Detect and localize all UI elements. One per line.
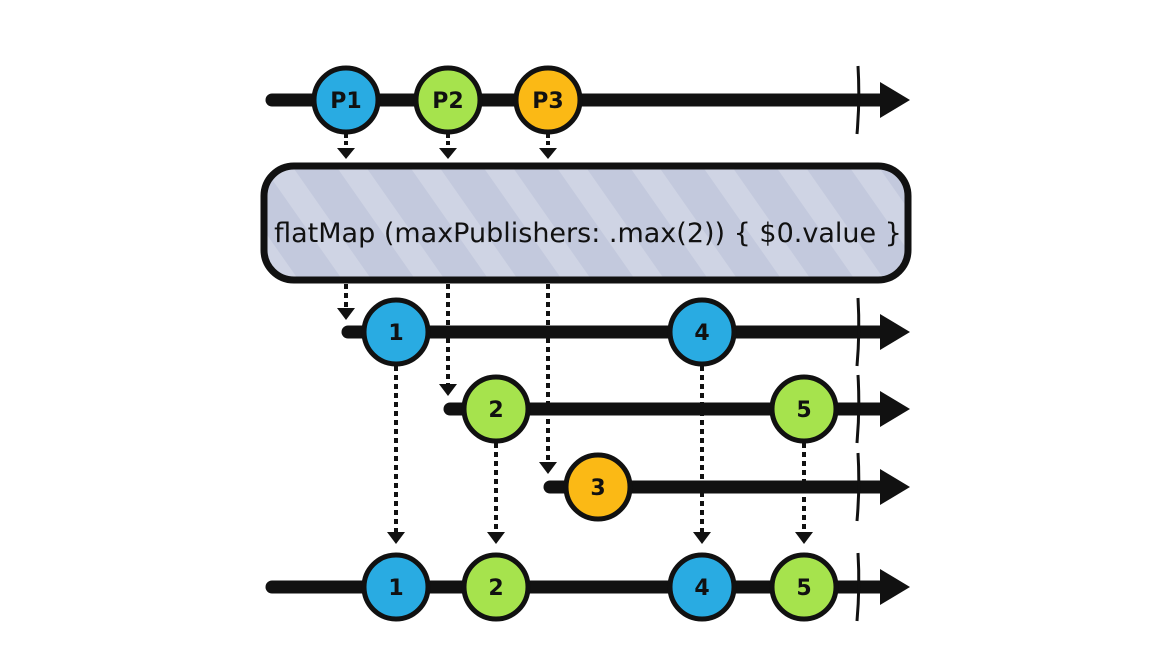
operator-label: flatMap (maxPublishers: .max(2)) { $0.va… bbox=[274, 218, 902, 249]
output-marble-5: 5 bbox=[769, 552, 839, 622]
source-completion-bar bbox=[855, 65, 861, 135]
inner-to-output-arrows bbox=[387, 366, 813, 544]
output-marble-2: 2 bbox=[461, 552, 531, 622]
inner-timeline-2-completion-bar bbox=[855, 374, 861, 444]
inner-timeline-3-completion-bar bbox=[855, 452, 861, 522]
inner-marble-1: 1 bbox=[361, 297, 431, 367]
output-marble-1: 1 bbox=[361, 552, 431, 622]
output-completion-bar bbox=[855, 552, 861, 622]
inner-timeline-2-arrowhead bbox=[880, 391, 910, 427]
inner-marble-4-label: 4 bbox=[694, 321, 709, 346]
inner-marble-5: 5 bbox=[769, 374, 839, 444]
source-marble-p3: P3 bbox=[513, 65, 583, 135]
operator-box-shape bbox=[260, 162, 912, 284]
source-marble-p2-label: P2 bbox=[432, 89, 463, 114]
operator-box: flatMap (maxPublishers: .max(2)) { $0.va… bbox=[260, 162, 912, 284]
source-marble-p2: P2 bbox=[413, 65, 483, 135]
source-to-operator-arrows bbox=[337, 134, 557, 159]
output-marble-1-label: 1 bbox=[388, 576, 403, 601]
inner-marble-4: 4 bbox=[667, 297, 737, 367]
inner-timeline-3-arrowhead bbox=[880, 469, 910, 505]
inner-timeline-1-arrowhead bbox=[880, 314, 910, 350]
inner-marble-2: 2 bbox=[461, 374, 531, 444]
operator-to-inner-arrows bbox=[337, 284, 557, 474]
output-marble-4: 4 bbox=[667, 552, 737, 622]
source-marble-p1-label: P1 bbox=[330, 89, 361, 114]
inner-marble-1-label: 1 bbox=[388, 321, 403, 346]
source-marble-p3-label: P3 bbox=[532, 89, 563, 114]
inner-timeline-1 bbox=[341, 297, 910, 367]
inner-timeline-1-completion-bar bbox=[855, 297, 861, 367]
output-marble-5-label: 5 bbox=[796, 576, 811, 601]
source-arrowhead bbox=[880, 82, 910, 118]
inner-marble-5-label: 5 bbox=[796, 398, 811, 423]
source-marble-p1: P1 bbox=[311, 65, 381, 135]
output-arrowhead bbox=[880, 569, 910, 605]
inner-marble-3: 3 bbox=[563, 452, 633, 522]
inner-marble-2-label: 2 bbox=[488, 398, 503, 423]
output-marble-4-label: 4 bbox=[694, 576, 709, 601]
inner-marble-3-label: 3 bbox=[590, 476, 605, 501]
output-marble-2-label: 2 bbox=[488, 576, 503, 601]
